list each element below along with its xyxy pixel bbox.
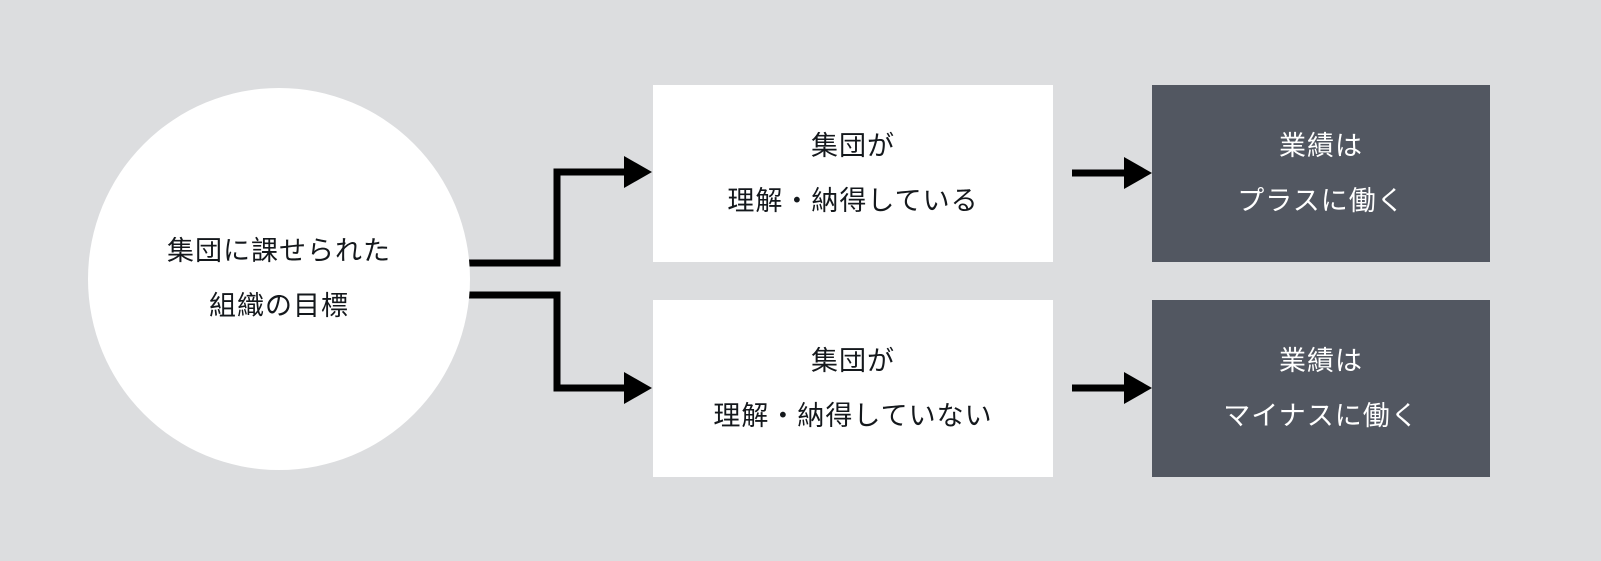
node-outcome-negative-line-2: マイナスに働く: [1223, 400, 1419, 431]
connector-source-to-branch-negative: [464, 291, 652, 404]
node-group-does-not-understand-line-1: 集団が: [811, 345, 895, 376]
arrowhead-icon: [1124, 157, 1152, 189]
connector-source-to-branch-positive: [464, 156, 652, 267]
node-group-understands-line-2: 理解・納得している: [727, 185, 979, 216]
arrowhead-icon: [1124, 372, 1152, 404]
node-outcome-positive: 業績は プラスに働く: [1152, 85, 1490, 262]
node-group-understands-line-1: 集団が: [811, 130, 895, 161]
node-organizational-goal-line-1: 集団に課せられた: [167, 236, 391, 266]
node-group-does-not-understand-line-2: 理解・納得していない: [713, 400, 993, 431]
connector-branch-negative-to-outcome-negative: [1072, 372, 1152, 404]
node-outcome-positive-line-2: プラスに働く: [1237, 185, 1405, 216]
connector-branch-positive-to-outcome-positive: [1072, 157, 1152, 189]
node-group-understands: 集団が 理解・納得している: [653, 85, 1053, 262]
node-outcome-positive-line-1: 業績は: [1279, 130, 1363, 161]
node-outcome-negative: 業績は マイナスに働く: [1152, 300, 1490, 477]
arrowhead-icon: [624, 156, 652, 188]
node-organizational-goal: 集団に課せられた 組織の目標: [88, 88, 470, 470]
arrowhead-icon: [624, 372, 652, 404]
node-group-does-not-understand: 集団が 理解・納得していない: [653, 300, 1053, 477]
node-outcome-negative-line-1: 業績は: [1279, 345, 1363, 376]
node-organizational-goal-line-2: 組織の目標: [209, 291, 349, 321]
